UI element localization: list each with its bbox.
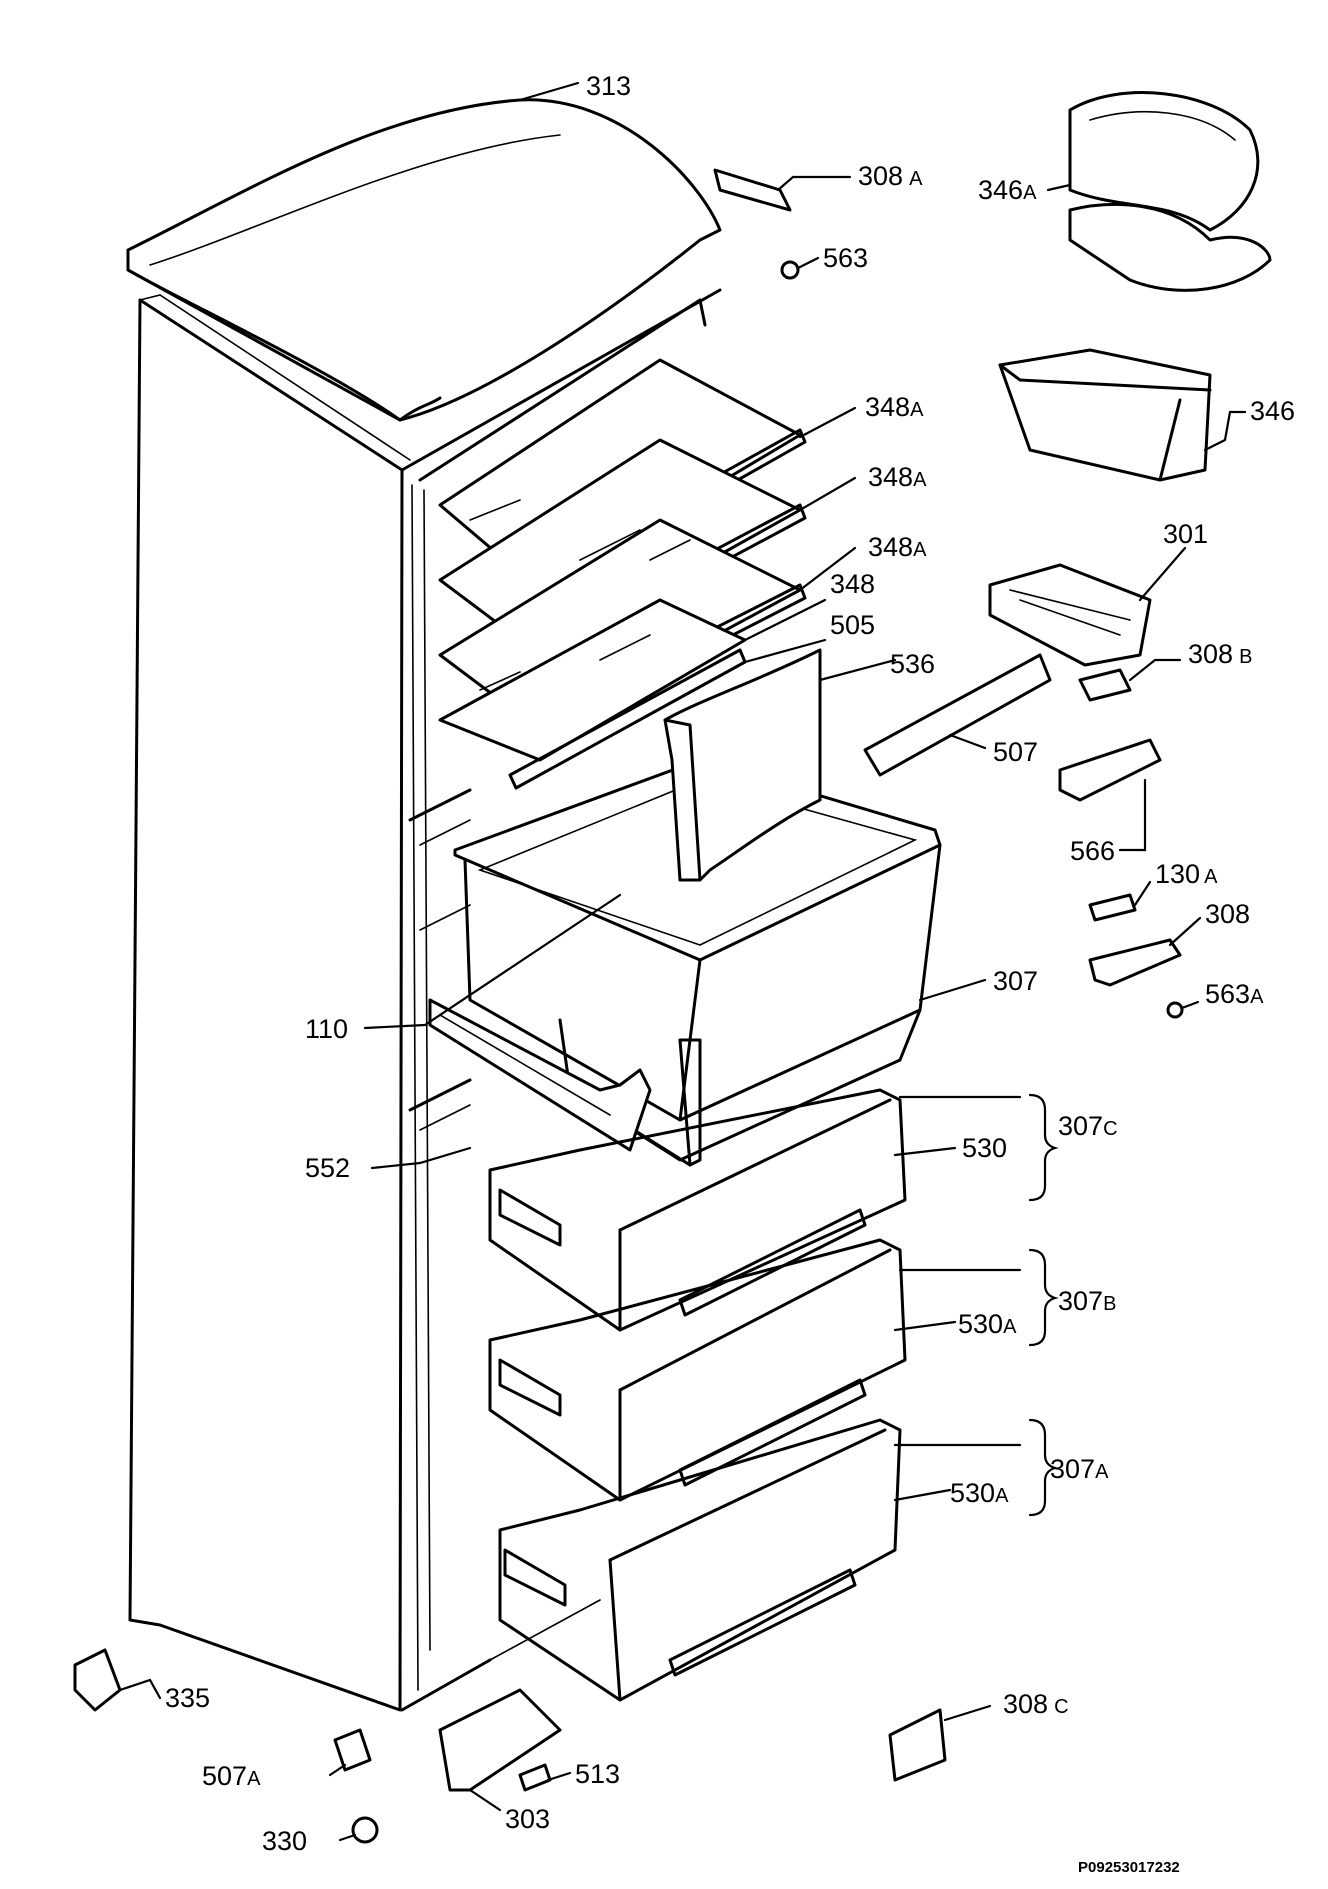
label-335: 335: [165, 1683, 210, 1713]
label-505: 505: [830, 610, 875, 640]
label-348A-3: 348A: [868, 532, 927, 562]
label-563: 563: [823, 243, 868, 273]
label-566: 566: [1070, 836, 1115, 866]
foot-335: [73, 1648, 122, 1712]
label-563A: 563A: [1205, 979, 1264, 1009]
leader-lines: [118, 81, 1247, 1842]
label-313: 313: [586, 71, 631, 101]
label-301: 301: [1163, 519, 1208, 549]
label-346: 346: [1250, 396, 1295, 426]
screw-330: [351, 1816, 379, 1844]
kick-plate-303: [438, 1688, 562, 1792]
label-513: 513: [575, 1759, 620, 1789]
pin-563A: [1166, 1001, 1184, 1019]
label-307C: 307C: [1058, 1111, 1118, 1141]
label-530A-2: 530A: [950, 1478, 1009, 1508]
glass-shelves: [438, 358, 807, 790]
label-348A-2: 348A: [868, 462, 927, 492]
label-507A: 507A: [202, 1761, 261, 1791]
top-cover-313: [126, 98, 722, 422]
hinge-308: [1088, 938, 1182, 987]
ice-container-346A: [1068, 91, 1272, 292]
strip-507: [863, 653, 1052, 777]
drawers: [488, 1088, 907, 1702]
hinge-308C: [888, 1708, 947, 1782]
hinge-308A: [713, 168, 792, 212]
part-513: [518, 1763, 552, 1792]
drawing-code: P09253017232: [1078, 1859, 1180, 1876]
label-110: 110: [305, 1014, 348, 1044]
part-507A: [333, 1728, 372, 1772]
ice-bucket-346: [998, 348, 1212, 482]
label-536: 536: [890, 649, 935, 679]
small-parts: [73, 168, 1184, 1844]
part-308B: [1078, 668, 1132, 702]
cabinet-body: [128, 288, 722, 1712]
label-530A-1: 530A: [958, 1309, 1017, 1339]
label-307: 307: [993, 966, 1038, 996]
label-530: 530: [962, 1133, 1007, 1163]
pin-563: [780, 260, 800, 280]
label-348: 348: [830, 569, 875, 599]
label-303: 303: [505, 1804, 550, 1834]
label-348A-1: 348A: [865, 392, 924, 422]
part-130A: [1088, 893, 1137, 922]
ice-tray-301: [988, 563, 1152, 667]
label-307B: 307B: [1058, 1286, 1116, 1316]
label-507: 507: [993, 737, 1038, 767]
label-552: 552: [305, 1153, 350, 1183]
freezer-basket-307: [419, 648, 942, 1167]
group-brackets: [1028, 1093, 1059, 1517]
scraper-566: [1058, 738, 1162, 802]
label-330: 330: [262, 1826, 307, 1856]
label-308: 308: [1205, 899, 1250, 929]
label-307A: 307A: [1050, 1454, 1109, 1484]
label-346A: 346A: [978, 175, 1037, 205]
